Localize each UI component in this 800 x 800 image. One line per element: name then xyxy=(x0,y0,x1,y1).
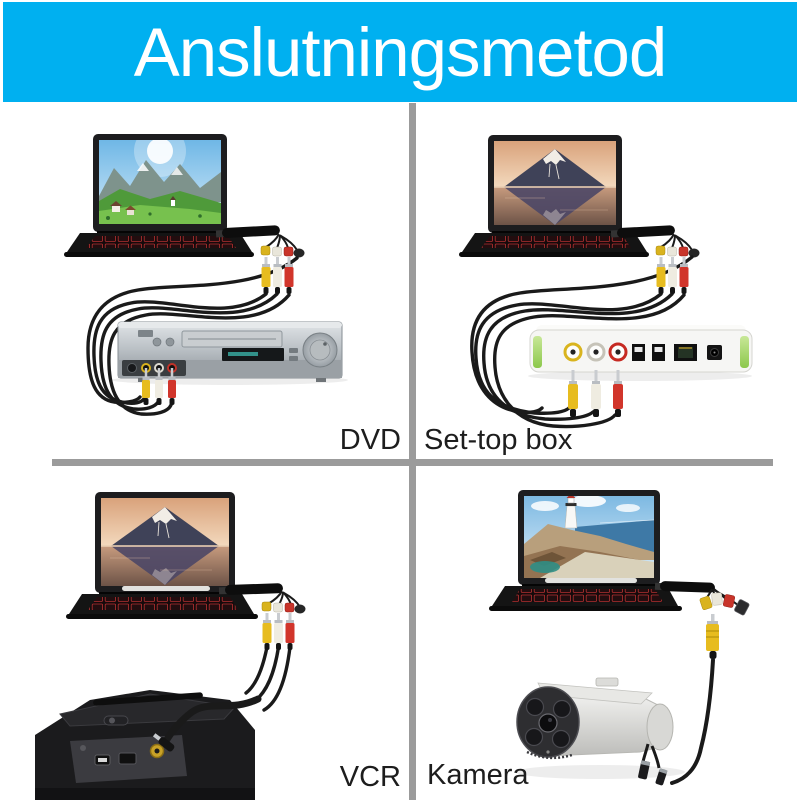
usb-capture-adapter xyxy=(654,581,750,659)
usb-capture-adapter xyxy=(610,225,700,258)
set-top-box-illustration xyxy=(528,325,753,417)
rca-plugs-yellow-white-red xyxy=(261,257,294,294)
rca-cables xyxy=(470,255,694,429)
camcorder-illustration xyxy=(35,690,255,800)
screen-wallpaper-alpine xyxy=(99,140,221,224)
horizontal-divider xyxy=(52,459,773,466)
label-dvd: DVD xyxy=(339,424,401,456)
usb-capture-adapter xyxy=(218,583,306,614)
settop-input-plugs xyxy=(568,370,623,417)
dvd-section-illustration xyxy=(64,134,348,416)
label-set-top-box: Set-top box xyxy=(424,424,573,456)
av-cable xyxy=(162,645,292,745)
rca-plug-yellow xyxy=(706,614,719,659)
laptop-illustration xyxy=(459,135,649,257)
screen-wallpaper-fuji xyxy=(494,141,616,225)
usb-capture-adapter xyxy=(215,225,305,258)
laptop-illustration xyxy=(64,134,254,257)
dvd-input-plugs xyxy=(142,368,176,405)
screen-wallpaper-fuji xyxy=(101,498,229,586)
rca-cables xyxy=(86,256,299,416)
title-banner: Anslutningsmetod xyxy=(3,2,797,102)
dvd-player-illustration xyxy=(112,321,348,405)
label-vcr: VCR xyxy=(339,761,401,793)
security-camera-illustration xyxy=(515,677,685,786)
laptop-illustration xyxy=(489,490,682,611)
label-kamera: Kamera xyxy=(427,759,529,791)
page-title: Anslutningsmetod xyxy=(133,13,667,91)
vcr-section-illustration xyxy=(35,492,306,800)
rca-plugs-yellow-white-red xyxy=(262,613,295,650)
laptop-illustration xyxy=(66,492,258,619)
screen-wallpaper-lighthouse xyxy=(524,496,654,578)
kamera-section-illustration xyxy=(489,490,750,786)
av-plug xyxy=(152,733,175,752)
camera-pigtail-connectors xyxy=(638,743,668,786)
video-cable xyxy=(670,658,715,785)
vertical-divider xyxy=(409,103,416,800)
rca-plugs-yellow-white-red xyxy=(656,257,689,294)
settop-section-illustration xyxy=(459,135,753,429)
